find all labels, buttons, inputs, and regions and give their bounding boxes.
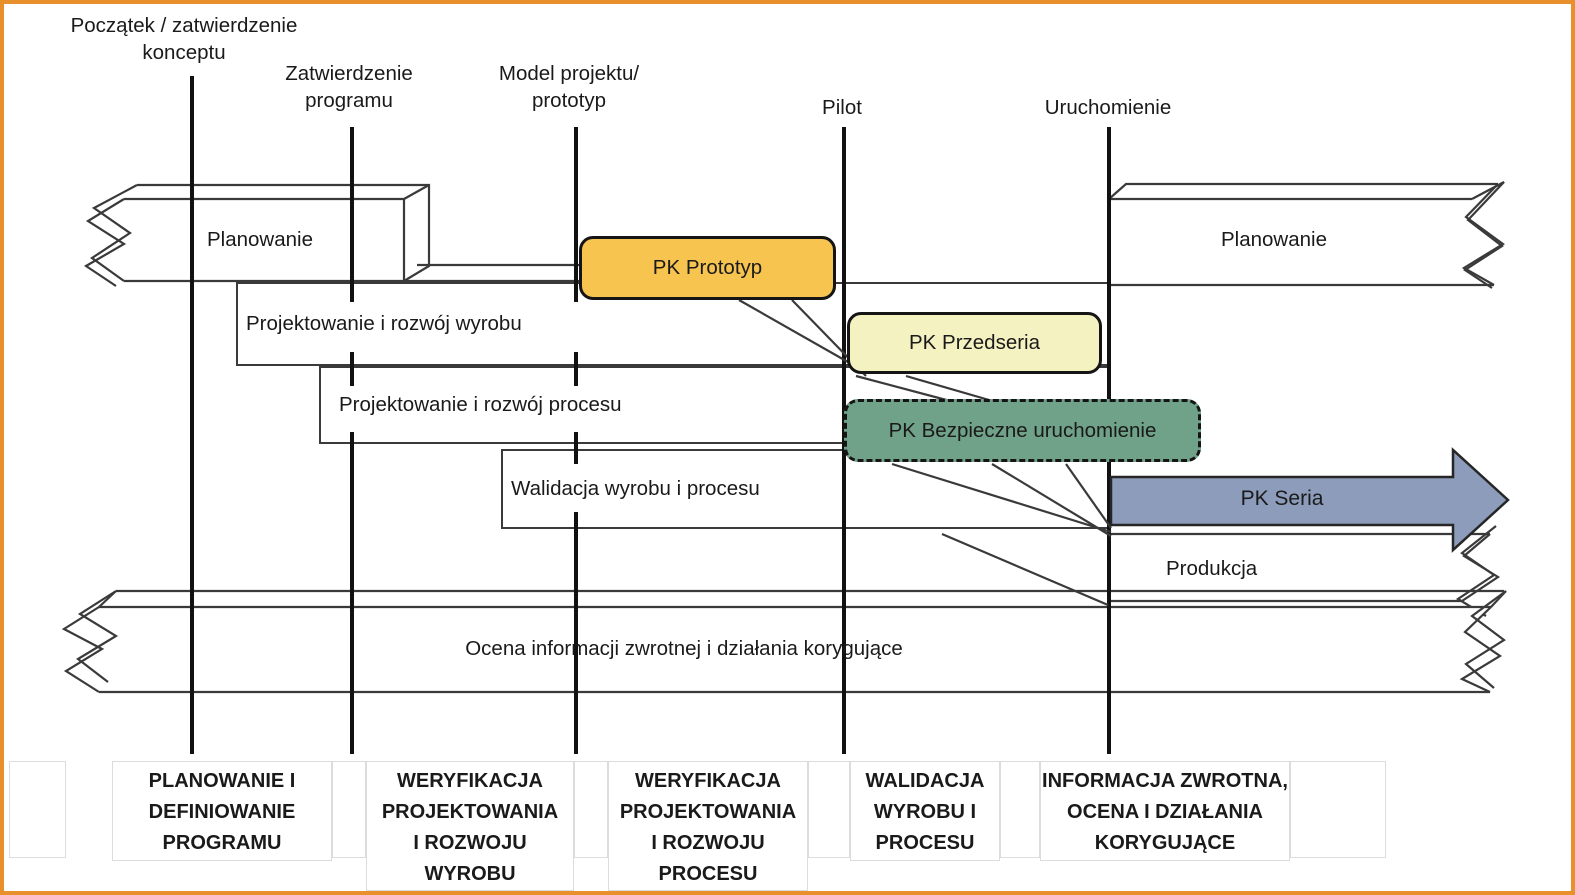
torn-edge-feedback-left [61, 606, 105, 693]
gate-pk-przedseria: PK Przedseria [847, 312, 1102, 374]
gate-pk-bezpieczne-uruchomienie-label: PK Bezpieczne uruchomienie [888, 418, 1157, 442]
bottom-cell-spacer [9, 761, 66, 858]
phase-bar-planning-left-label: Planowanie [207, 228, 313, 251]
torn-edge-right-planning [1461, 183, 1505, 286]
bottom-phase-feedback: INFORMACJA ZWROTNA, OCENA I DZIAŁANIA KO… [1040, 761, 1290, 861]
milestone-label-uruchomienie: Uruchomienie [1044, 96, 1172, 119]
milestone-label-prototyp: Model projektu/ prototyp [498, 62, 640, 112]
milestone-label-koncept: Początek / zatwierdzenie konceptu [70, 14, 298, 64]
phase-bar-production-label: Produkcja [1166, 557, 1258, 580]
bottom-cell-spacer [332, 761, 366, 858]
torn-edge-left-planning [90, 184, 138, 282]
milestone-label-program: Zatwierdzenie programu [285, 62, 413, 112]
bottom-phase-planning: PLANOWANIE I DEFINIOWANIE PROGRAMU [112, 761, 332, 861]
gate-pk-bezpieczne-uruchomienie: PK Bezpieczne uruchomienie [844, 399, 1201, 462]
bottom-phase-validation: WALIDACJA WYROBU I PROCESU [850, 761, 1000, 861]
gate-pk-przedseria-label: PK Przedseria [908, 331, 1041, 354]
bottom-cell-spacer [808, 761, 850, 858]
torn-edge-feedback-right [1459, 606, 1503, 693]
phase-bar-feedback-label: Ocena informacji zwrotnej i działania ko… [465, 637, 903, 660]
phase-bar-planning-right-label: Planowanie [1221, 228, 1327, 251]
torn-edge-production [1461, 533, 1501, 602]
gate-pk-seria-label: PK Seria [1240, 487, 1324, 510]
gate-pk-prototyp-label: PK Prototyp [652, 256, 763, 279]
phase-bar-product-design-label: Projektowanie i rozwój wyrobu [246, 312, 522, 335]
bottom-cell-spacer [574, 761, 608, 858]
bottom-phase-process-verification: WERYFIKACJA PROJEKTOWANIA I ROZWOJU PROC… [608, 761, 808, 891]
gate-pk-prototyp: PK Prototyp [579, 236, 836, 300]
phase-bar-validation-label: Walidacja wyrobu i procesu [511, 477, 760, 500]
milestone-label-pilot: Pilot [822, 96, 862, 119]
bottom-phase-product-verification: WERYFIKACJA PROJEKTOWANIA I ROZWOJU WYRO… [366, 761, 574, 891]
bottom-cell-spacer [1290, 761, 1386, 858]
bottom-cell-spacer [1000, 761, 1040, 858]
phase-bar-process-design-label: Projektowanie i rozwój procesu [339, 393, 622, 416]
